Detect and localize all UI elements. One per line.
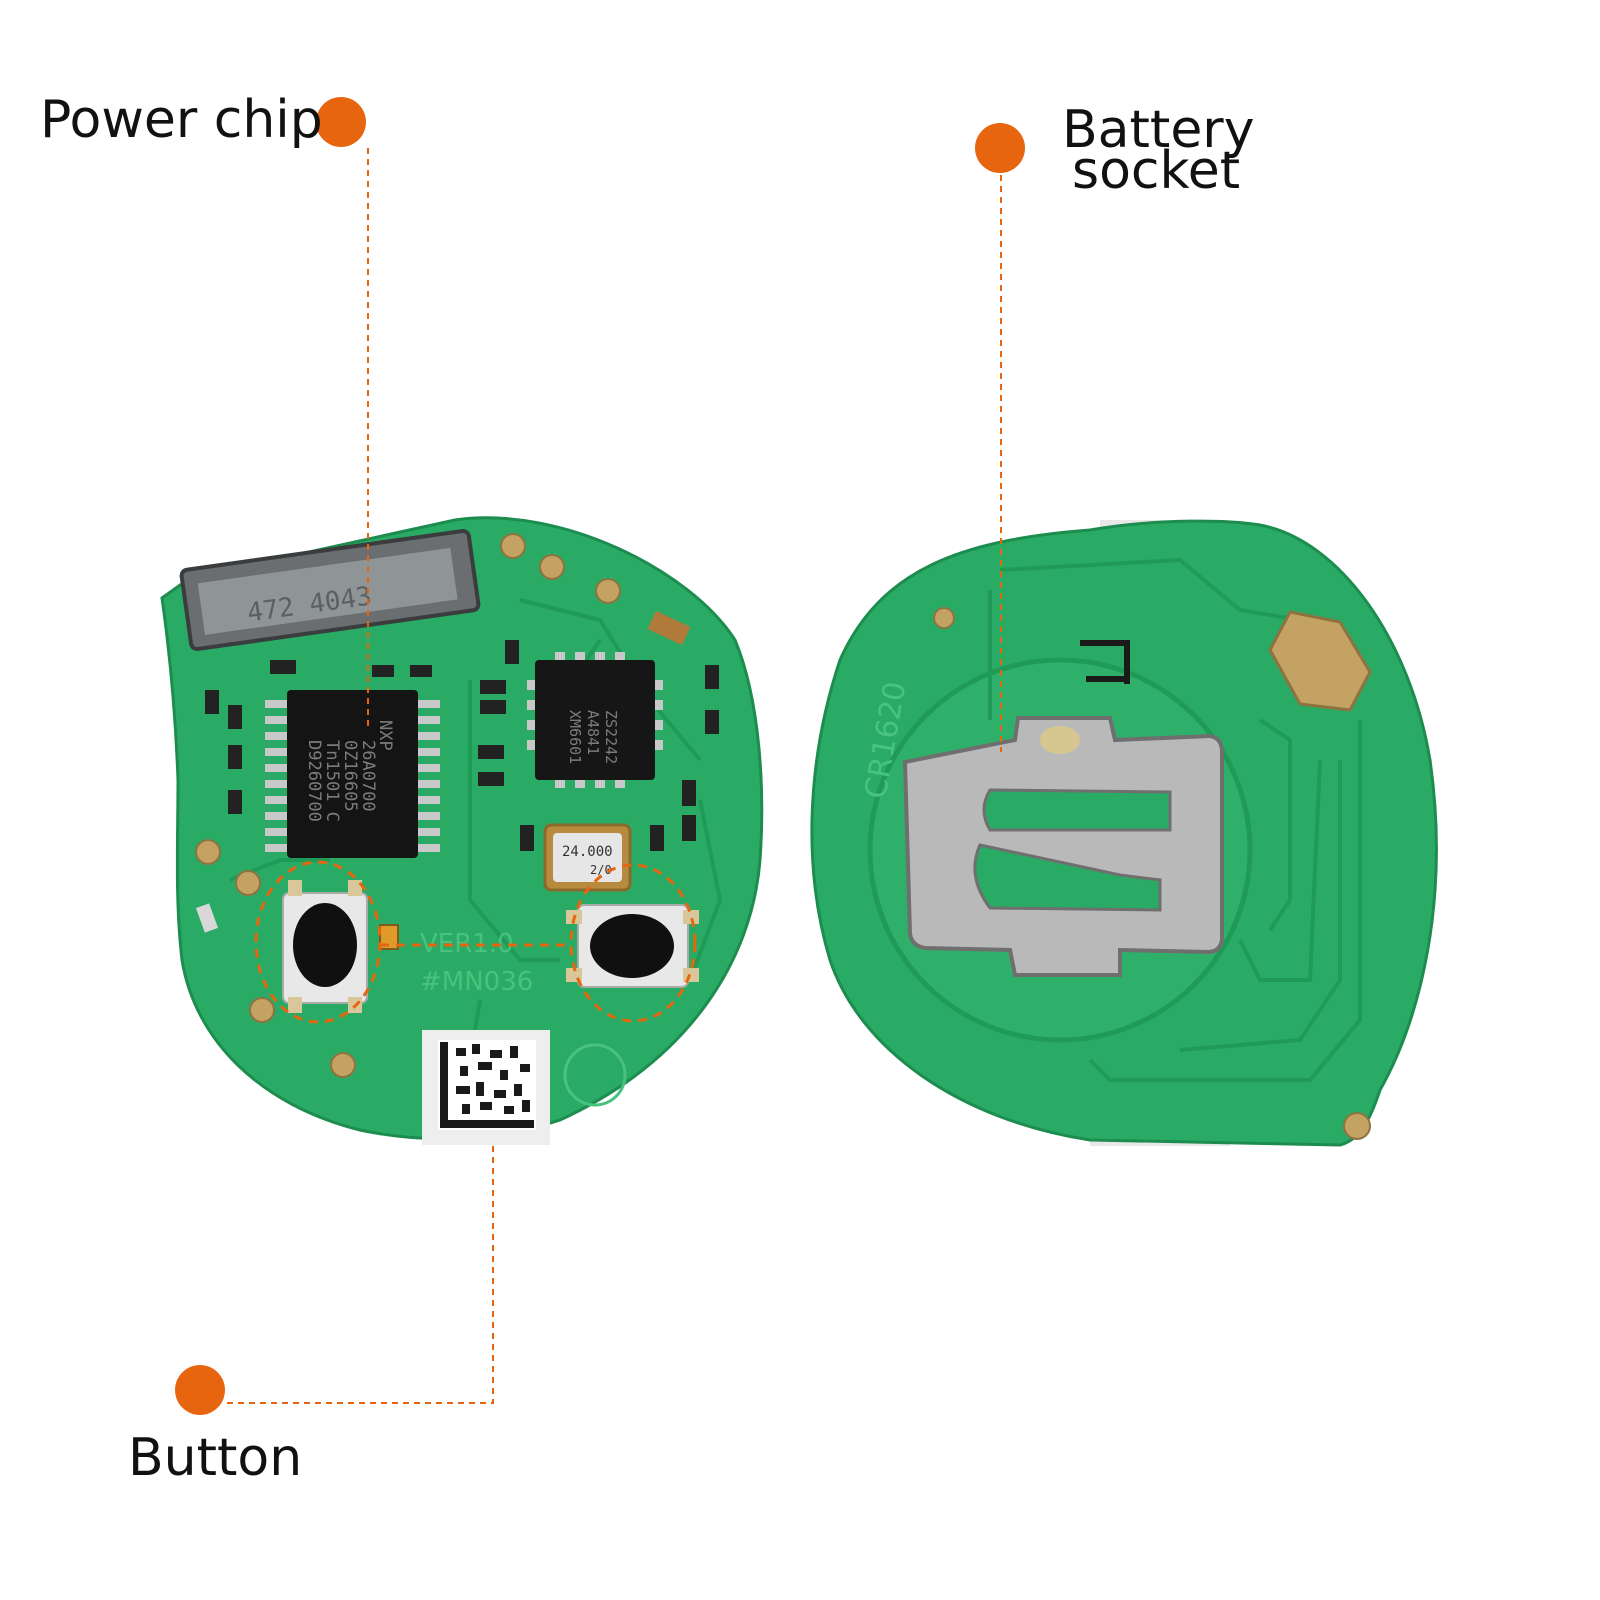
silkscreen-model: #MN036 — [420, 967, 533, 997]
front-button-right — [566, 904, 699, 988]
callout-button-marker — [175, 1145, 494, 1415]
datamatrix-label — [422, 1030, 550, 1145]
callout-power-chip-marker — [316, 97, 369, 730]
back-via-1 — [933, 607, 955, 629]
rf-chip-marking-1: XM6601 — [566, 710, 584, 764]
power-chip — [287, 690, 418, 858]
power-chip-marking-4: Tn1501 C — [322, 740, 342, 822]
battery-socket-label: Battery socket — [1062, 100, 1255, 201]
power-chip-marking-1: NXP — [375, 720, 395, 751]
back-pcb-board: CR1620 — [810, 519, 1438, 1147]
rf-chip-marking-2: A4841 — [584, 710, 602, 755]
rf-chip-pins — [527, 652, 663, 788]
power-chip-marking-3: 0Z16605 — [340, 740, 360, 812]
back-gold-contact — [1268, 610, 1372, 712]
button-label: Button — [128, 1428, 303, 1488]
back-via-2 — [1343, 1112, 1371, 1140]
crystal-marking-2: 2/0 — [590, 863, 612, 877]
button-highlight-right — [569, 863, 697, 1023]
power-chip-label: Power chip — [40, 90, 323, 150]
front-led — [379, 924, 399, 950]
back-silkscreen-marks — [1080, 640, 1130, 684]
crystal-marking-1: 24.000 — [562, 844, 613, 860]
silkscreen-logo — [563, 1043, 627, 1107]
front-smd-components — [205, 640, 719, 851]
battery-socket-label-line2: socket — [1072, 140, 1241, 201]
button-highlight-left — [254, 860, 382, 1024]
battery-socket-clip — [902, 716, 1224, 977]
rf-chip-marking-3: ZS2242 — [602, 710, 620, 764]
power-chip-marking-2: 26A0700 — [358, 740, 378, 812]
front-button-left — [282, 880, 368, 1013]
callout-battery-socket-marker — [975, 123, 1025, 752]
main-chip-pins — [265, 700, 440, 852]
rf-chip — [535, 660, 655, 780]
front-capacitor — [647, 610, 691, 646]
front-solder-pads — [195, 533, 621, 1078]
power-chip-marking-5: D9260700 — [304, 740, 324, 822]
battery-socket-label-line1: Battery — [1062, 100, 1255, 160]
front-pcb-board: 472 4043 NXP 26A0700 0Z16605 Tn1501 C D9… — [160, 516, 764, 1145]
back-traces — [988, 557, 1362, 1082]
